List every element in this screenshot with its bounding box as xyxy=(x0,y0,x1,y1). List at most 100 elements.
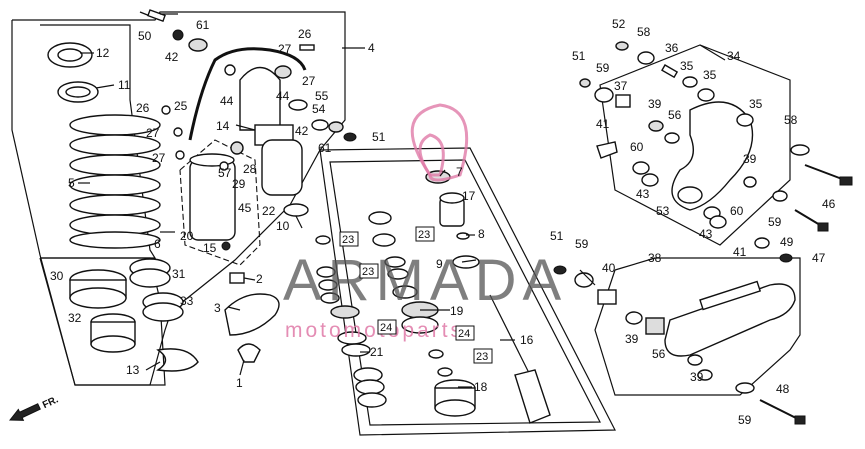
callout-c1: 1 xyxy=(236,376,243,390)
damper-seal-18 xyxy=(434,379,476,417)
callout-c35b: 35 xyxy=(703,68,717,82)
linkage-bearings xyxy=(579,41,810,229)
damper-stack-left xyxy=(315,235,387,408)
callout-c35a: 35 xyxy=(680,59,694,73)
cap-part-1 xyxy=(237,343,261,363)
washer-41-49 xyxy=(754,237,793,263)
callout-c23b: 23 xyxy=(418,229,430,241)
collar-33 xyxy=(142,292,184,322)
spring-adjust-nut xyxy=(47,42,93,68)
callout-c38: 38 xyxy=(648,251,662,265)
group-outline-link-rod xyxy=(594,257,801,396)
callout-c18: 18 xyxy=(474,380,488,394)
link-bearings xyxy=(553,265,755,394)
callout-c26b: 26 xyxy=(298,27,312,41)
clip-part-2 xyxy=(229,272,245,284)
callout-box xyxy=(377,319,397,335)
collar-31 xyxy=(129,258,171,288)
callout-c51a: 51 xyxy=(572,49,586,63)
callout-c22: 22 xyxy=(262,204,276,218)
callout-c11: 11 xyxy=(118,78,131,92)
reservoir-hose xyxy=(188,47,307,141)
watermark-tagline: motomotoparts xyxy=(285,319,464,342)
linkage-arm xyxy=(671,101,754,211)
callout-c20: 20 xyxy=(180,229,194,243)
callout-box xyxy=(359,263,379,279)
callout-c10: 10 xyxy=(276,219,290,233)
reservoir xyxy=(189,153,236,241)
callout-c56b: 56 xyxy=(652,347,666,361)
callout-c4: 4 xyxy=(368,41,375,55)
callout-c24b: 24 xyxy=(458,328,470,340)
callout-c12: 12 xyxy=(96,46,110,60)
callout-c58a: 58 xyxy=(637,25,651,39)
callout-c40: 40 xyxy=(602,261,616,275)
callout-c43b: 43 xyxy=(699,227,713,241)
callout-c60a: 60 xyxy=(630,140,644,154)
damper-rod-16 xyxy=(489,294,551,424)
callout-c27a: 27 xyxy=(146,126,160,140)
callout-c45: 45 xyxy=(238,201,252,215)
callout-box xyxy=(339,231,359,247)
front-direction-indicator: FR. xyxy=(8,394,60,421)
callout-c23c: 23 xyxy=(362,266,374,278)
lock-nut xyxy=(57,81,99,103)
callout-c59b: 59 xyxy=(768,215,782,229)
front-arrow-icon xyxy=(8,403,41,421)
callout-c27c: 27 xyxy=(302,74,316,88)
spring-seat-upper xyxy=(69,269,127,309)
callout-c29: 29 xyxy=(232,177,246,191)
callout-c53: 53 xyxy=(656,204,670,218)
callout-c9: 9 xyxy=(436,257,443,271)
callout-c27b: 27 xyxy=(278,42,292,56)
callout-c52: 52 xyxy=(612,17,626,31)
callout-c24a: 24 xyxy=(380,322,392,334)
callout-c57: 57 xyxy=(218,166,232,180)
callout-c19: 19 xyxy=(450,304,464,318)
callout-c3: 3 xyxy=(214,301,221,315)
callout-c21: 21 xyxy=(370,345,384,359)
callout-c8: 8 xyxy=(478,227,485,241)
bolt-46 xyxy=(804,164,853,186)
front-label: FR. xyxy=(41,394,60,411)
callout-c31: 31 xyxy=(172,267,186,281)
group-outline-collar xyxy=(39,257,166,386)
shock-body xyxy=(239,66,303,196)
callout-c28: 28 xyxy=(243,162,257,176)
callout-c59c: 59 xyxy=(575,237,589,251)
callout-c58b: 58 xyxy=(784,113,798,127)
callout-c5: 5 xyxy=(68,176,75,190)
callout-c15: 15 xyxy=(203,241,217,255)
callout-box xyxy=(455,325,475,341)
callout-c36: 36 xyxy=(665,41,679,55)
stopper-plate xyxy=(156,348,199,372)
callout-box xyxy=(473,348,493,364)
callout-c37: 37 xyxy=(614,79,628,93)
fitting-group xyxy=(139,9,357,251)
callout-c42b: 42 xyxy=(295,124,309,138)
callout-c46: 46 xyxy=(822,197,836,211)
link-rod xyxy=(664,280,796,357)
callout-c59d: 59 xyxy=(738,413,752,427)
callout-c59a: 59 xyxy=(596,61,610,75)
callout-c51b: 51 xyxy=(372,130,386,144)
watermark-brand: ARMADA xyxy=(283,248,567,313)
callout-c50: 50 xyxy=(138,29,152,43)
callout-c32: 32 xyxy=(68,311,82,325)
callout-c49: 49 xyxy=(780,235,794,249)
callout-c26a: 26 xyxy=(136,101,150,115)
callout-c44a: 44 xyxy=(220,94,234,108)
callout-c14: 14 xyxy=(216,119,230,133)
callout-c61b: 61 xyxy=(318,141,332,155)
callout-c44b: 44 xyxy=(276,89,290,103)
watermark: ARMADA motomotoparts xyxy=(283,103,567,342)
coil-spring xyxy=(69,114,161,249)
callout-c34: 34 xyxy=(727,49,741,63)
callout-c27d: 27 xyxy=(152,151,166,165)
callout-box xyxy=(415,226,435,242)
callout-c25: 25 xyxy=(174,99,188,113)
callout-c41a: 41 xyxy=(596,117,610,131)
callout-c6: 6 xyxy=(154,237,161,251)
